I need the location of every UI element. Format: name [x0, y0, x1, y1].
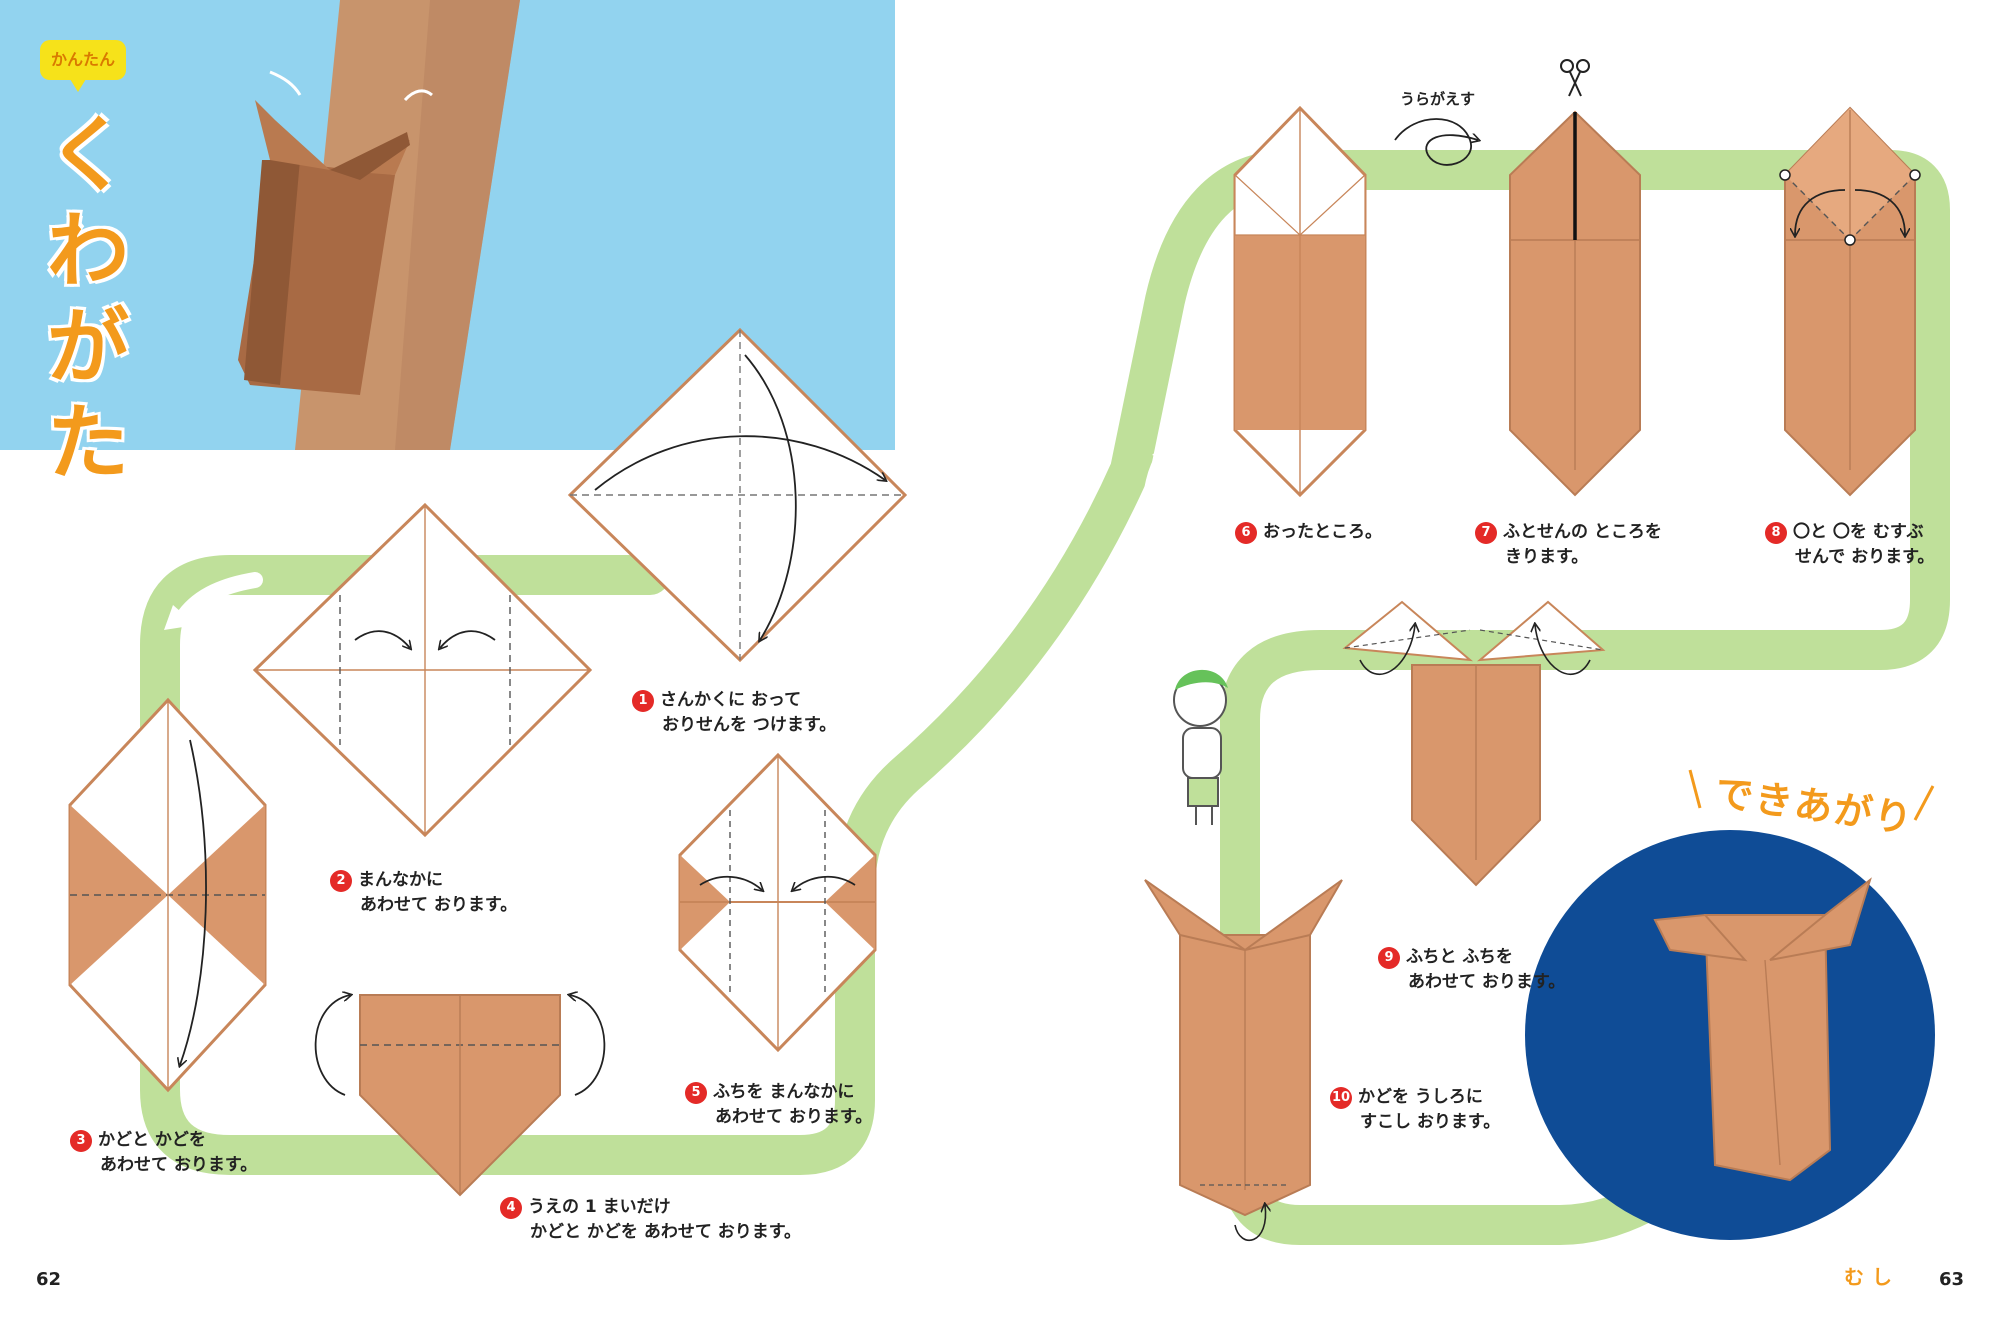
step-line-2: きります。 [1505, 547, 1589, 567]
completed-model [1525, 830, 1935, 1240]
step-number: 3 [70, 1130, 92, 1152]
path-arrow-icon [1142, 447, 1173, 528]
step-number: 8 [1765, 522, 1787, 544]
step-7-text: 7 ふとせんの ところを きります。 [1475, 520, 1662, 570]
diagram-step-5 [678, 752, 877, 1053]
step-line-1: ふちを まんなかに [713, 1082, 855, 1102]
step-line-2: おりせんを つけます。 [662, 715, 837, 735]
step-line-2: すこし おります。 [1360, 1112, 1501, 1132]
step-line-2: せんで おります。 [1795, 547, 1935, 567]
stag-beetle-photo [238, 70, 433, 395]
step-line-2: あわせて おります。 [715, 1107, 873, 1127]
step-4-text: 4 うえの 1 まいだけ かどと かどを あわせて おります。 [500, 1195, 801, 1245]
diagram-step-10 [1144, 879, 1343, 1242]
flip-label: うらがえす [1400, 90, 1476, 108]
path-arrow-icon [177, 572, 263, 623]
step-line-1: かどを うしろに [1358, 1087, 1483, 1107]
page-number-right: 63 [1938, 1269, 1964, 1290]
step-number: 10 [1330, 1087, 1352, 1109]
step-9-text: 9 ふちと ふちを あわせて おります。 [1378, 945, 1565, 995]
scissors-icon [1560, 59, 1590, 97]
diagram-step-2 [252, 502, 593, 838]
step-1-text: 1 さんかくに おって おりせんを つけます。 [632, 688, 836, 738]
step-line-2: あわせて おります。 [1408, 972, 1566, 992]
difficulty-badge: かんたん [40, 40, 126, 92]
step-number: 4 [500, 1197, 522, 1219]
hero-photo [0, 0, 895, 450]
step-line-2: かどと かどを あわせて おります。 [530, 1222, 802, 1242]
step-line-1: ふとせんの ところを [1503, 522, 1662, 542]
diagram-step-7 [1509, 110, 1641, 497]
step-number: 2 [330, 870, 352, 892]
page-number-left: 62 [36, 1269, 62, 1290]
step-number: 1 [632, 690, 654, 712]
diagram-step-1 [567, 327, 908, 663]
step-number: 9 [1378, 947, 1400, 969]
step-line-1: おったところ。 [1263, 522, 1382, 542]
step-6-text: 6 おったところ。 [1235, 520, 1382, 545]
step-line-2: あわせて おります。 [100, 1155, 258, 1175]
step-number: 6 [1235, 522, 1257, 544]
diagram-step-6 [1233, 105, 1367, 498]
step-line-1: まんなかに [358, 870, 443, 890]
step-line-1: うえの 1 まいだけ [528, 1197, 671, 1217]
diagram-step-8 [1779, 106, 1921, 497]
title-slash [1688, 769, 1702, 809]
step-8-text: 8 〇と 〇を むすぶ せんで おります。 [1765, 520, 1934, 570]
diagram-step-9 [1342, 600, 1606, 887]
step-line-1: さんかくに おって [660, 690, 802, 710]
step-line-1: ふちと ふちを [1406, 947, 1513, 967]
page-title: くわがた [46, 108, 129, 491]
step-10-text: 10 かどを うしろに すこし おります。 [1330, 1085, 1500, 1135]
step-number: 7 [1475, 522, 1497, 544]
flip-arrow-icon [1394, 118, 1478, 166]
section-label: むし [1844, 1265, 1900, 1289]
step-line-2: あわせて おります。 [360, 895, 518, 915]
step-3-text: 3 かどと かどを あわせて おります。 [70, 1128, 257, 1178]
title-slash [1913, 785, 1935, 821]
step-number: 5 [685, 1082, 707, 1104]
diagram-step-3 [68, 697, 267, 1093]
step-line-1: かどと かどを [98, 1130, 206, 1150]
step-5-text: 5 ふちを まんなかに あわせて おります。 [685, 1080, 872, 1130]
diagram-step-4 [314, 995, 606, 1197]
boy-illustration [1173, 669, 1228, 825]
step-2-text: 2 まんなかに あわせて おります。 [330, 868, 517, 918]
step-line-1: 〇と 〇を むすぶ [1793, 522, 1924, 542]
